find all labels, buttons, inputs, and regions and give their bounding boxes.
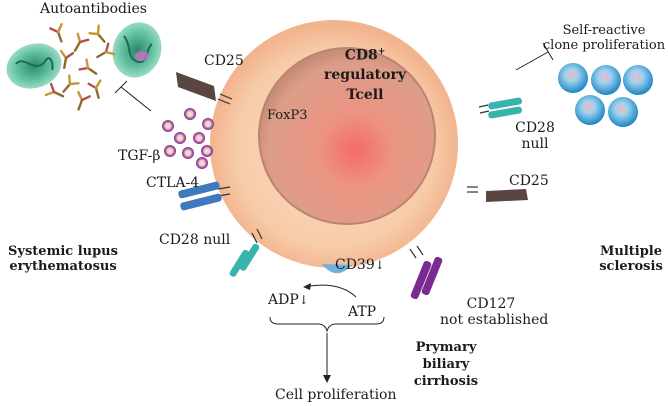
self-reactive-line2: clone proliferation [542,37,666,53]
cell-nucleus [258,47,436,225]
atp-label: ATP [348,304,377,320]
adp-label: ADP↓ [268,292,309,308]
cd25-top-label: CD25 [204,53,244,69]
cd28null-right-line1: CD28 [515,120,555,136]
sle-line1: Systemic lupus [8,244,118,259]
adp-text: ADP [268,292,299,308]
target-cell-left [6,43,62,89]
brace [269,316,385,333]
autoantibodies-cluster [44,23,116,111]
self-reactive-clones [558,63,653,127]
cd39-text: CD39 [335,257,375,273]
cd127-line2: not established [440,312,549,329]
cell-title-regulatory: regulatory [324,67,406,84]
cd25-receptor-right [467,186,528,202]
cd39-down-arrow: ↓ [374,258,385,272]
target-cell-right [112,22,162,78]
cd25-right-label: CD25 [509,173,549,189]
cd39-enzyme [322,264,352,274]
cd28null-receptor-right [478,97,522,119]
foxp3-label: FoxP3 [267,108,308,123]
cd28null-left-label: CD28 null [159,232,231,248]
cd127-receptor [409,245,443,300]
cell-title-sup: + [377,47,386,57]
atp-adp-arrow [303,283,357,298]
tgf-beta-molecules [162,108,214,169]
cd127-label: CD127 not established [440,296,548,328]
autoantibodies-label: Autoantibodies [40,1,147,17]
sle-line2: erythematosus [9,258,117,274]
ctla4-receptor [178,181,231,211]
ms-line2: sclerosis [599,258,663,274]
cd28null-right-line2: null [521,136,549,153]
pbc-label: Prymary biliary cirrhosis [404,340,488,391]
ctla4-label: CTLA-4 [146,175,200,191]
cd39-label: CD39↓ [335,257,385,273]
proliferation-arrow [323,333,331,383]
self-reactive-label: Self-reactive clone proliferation [540,23,668,54]
cell-title-tcell: Tcell [346,86,384,103]
adp-down-arrow: ↓ [298,293,309,307]
sle-label: Systemic lupus erythematosus [0,244,126,275]
cell-title-cd8: CD8 [344,47,378,64]
inhibition-line-clones [515,42,554,71]
pbc-line3: cirrhosis [413,373,479,389]
pbc-line2: biliary [422,356,470,372]
ms-label: Multiple sclerosis [596,244,666,275]
cd28null-receptor-left [229,228,263,277]
tgf-beta-label: TGF-β [118,148,161,164]
pbc-line1: Prymary [415,340,477,355]
cell-title: CD8+ regulatory Tcell [322,46,408,105]
cell-proliferation-label: Cell proliferation [275,387,397,403]
ms-line1: Multiple [599,244,663,259]
treg-cell [210,20,458,268]
cd25-receptor-top [176,72,233,105]
self-reactive-line1: Self-reactive [562,23,646,38]
inhibition-line-tgf [114,80,152,112]
cd28null-right-label: CD28 null [512,120,558,152]
cd127-line1: CD127 [466,296,516,312]
